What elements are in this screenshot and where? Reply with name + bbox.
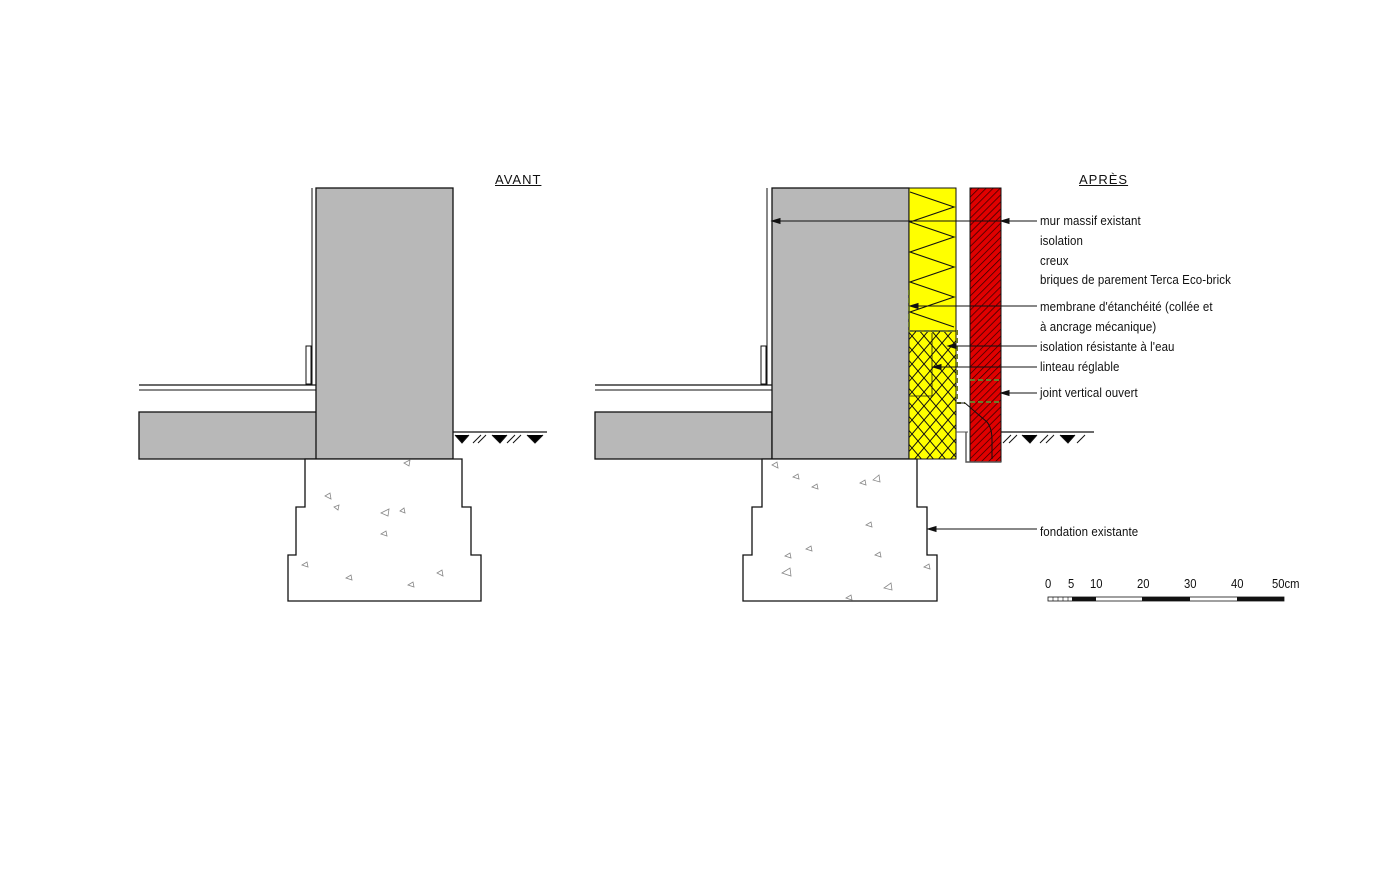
leader-lines <box>770 217 1037 533</box>
label-cavity: creux <box>1040 254 1069 268</box>
floor-slab <box>138 411 318 460</box>
scale-bar <box>1047 596 1285 602</box>
label-insulation: isolation <box>1040 234 1084 248</box>
scale-tick-5: 5 <box>1068 577 1075 591</box>
water-resistant-insulation <box>908 330 957 460</box>
scale-tick-10: 10 <box>1090 577 1103 591</box>
after-section <box>594 187 1094 602</box>
scale-tick-0: 0 <box>1045 577 1052 591</box>
title-after: APRÈS <box>1079 172 1129 187</box>
label-membrane-line1: membrane d'étanchéité (collée et <box>1040 300 1213 314</box>
facing-brick <box>969 187 1002 463</box>
label-adjustable-lintel: linteau réglable <box>1040 360 1120 374</box>
title-before: AVANT <box>495 172 542 187</box>
scale-tick-50cm: 50cm <box>1272 577 1300 591</box>
ground-hatch <box>454 434 544 444</box>
adjustable-lintel <box>965 432 1001 463</box>
concrete-aggregate <box>301 459 444 588</box>
label-facing-brick: briques de parement Terca Eco-brick <box>1040 273 1231 287</box>
label-existing-wall: mur massif existant <box>1040 214 1141 228</box>
label-membrane-line2: à ancrage mécanique) <box>1040 320 1157 334</box>
label-existing-foundation: fondation existante <box>1040 525 1139 539</box>
scale-tick-30: 30 <box>1184 577 1197 591</box>
existing-wall <box>771 187 910 460</box>
foundation <box>287 458 482 602</box>
before-section <box>138 187 547 602</box>
existing-wall <box>315 187 454 460</box>
scale-tick-20: 20 <box>1137 577 1150 591</box>
scale-tick-40: 40 <box>1231 577 1244 591</box>
label-water-resistant-insulation: isolation résistante à l'eau <box>1040 340 1175 354</box>
skirting-board <box>305 345 312 385</box>
label-open-vertical-joint: joint vertical ouvert <box>1040 386 1138 400</box>
